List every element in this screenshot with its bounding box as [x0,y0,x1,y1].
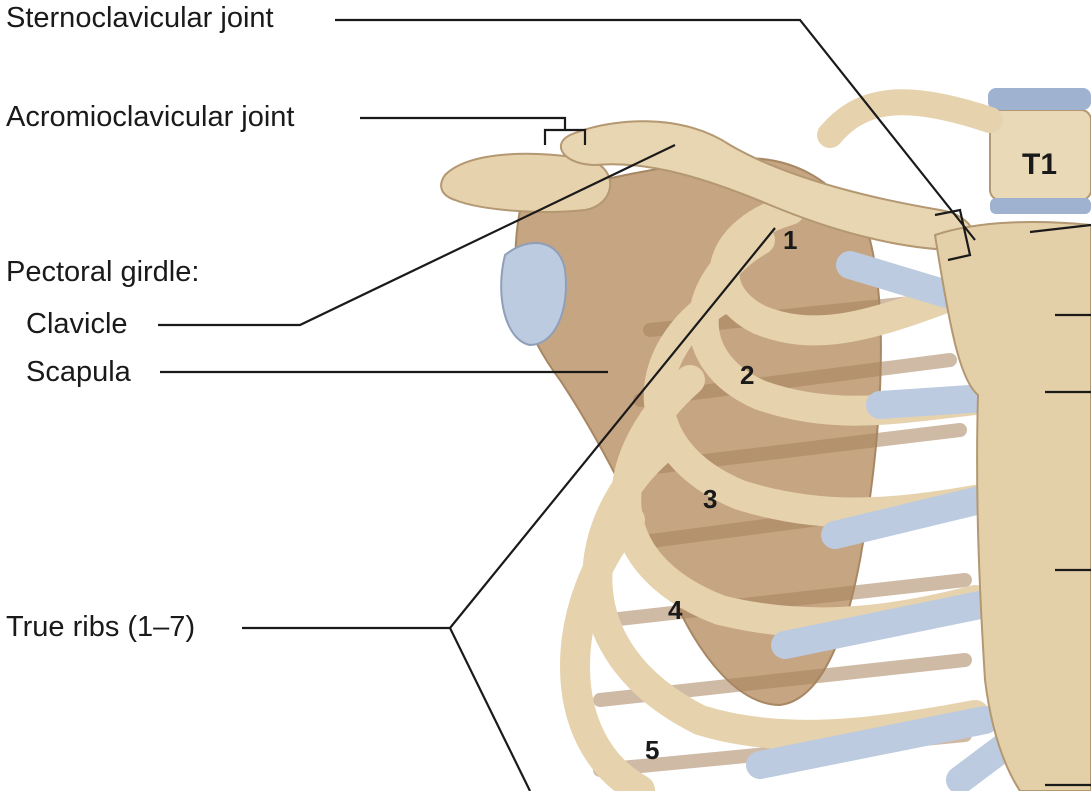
bracket-acromioclavicular [543,128,587,145]
rib-number-3: 3 [703,484,718,514]
label-sternoclavicular-joint: Sternoclavicular joint [6,2,274,34]
leader-clavicle [158,144,676,327]
label-clavicle: Clavicle [26,308,128,340]
glenoid [500,242,567,347]
leader-sternum-1 [1029,223,1091,234]
leader-lines [158,18,1091,791]
rib-number-4: 4 [668,595,683,625]
label-acromioclavicular-joint: Acromioclavicular joint [6,101,295,133]
label-true-ribs: True ribs (1–7) [6,611,196,643]
bracket-sternoclavicular [934,208,972,262]
sternum-shape [933,221,1091,791]
intervertebral-disc-top [988,88,1091,110]
label-scapula: Scapula [26,356,131,388]
rib-number-2: 2 [740,360,755,390]
intervertebral-disc-bottom [990,198,1091,214]
label-pectoral-girdle: Pectoral girdle: [6,256,200,288]
rib-number-1: 1 [783,225,798,255]
label-vertebra-t1: T1 [1022,148,1058,181]
leader-acromioclavicular [360,116,567,130]
rib-1-arch [817,89,1003,148]
rib-number-5: 5 [645,735,660,765]
leader-true-ribs-lower [449,627,531,791]
leader-sternoclavicular [335,18,976,241]
